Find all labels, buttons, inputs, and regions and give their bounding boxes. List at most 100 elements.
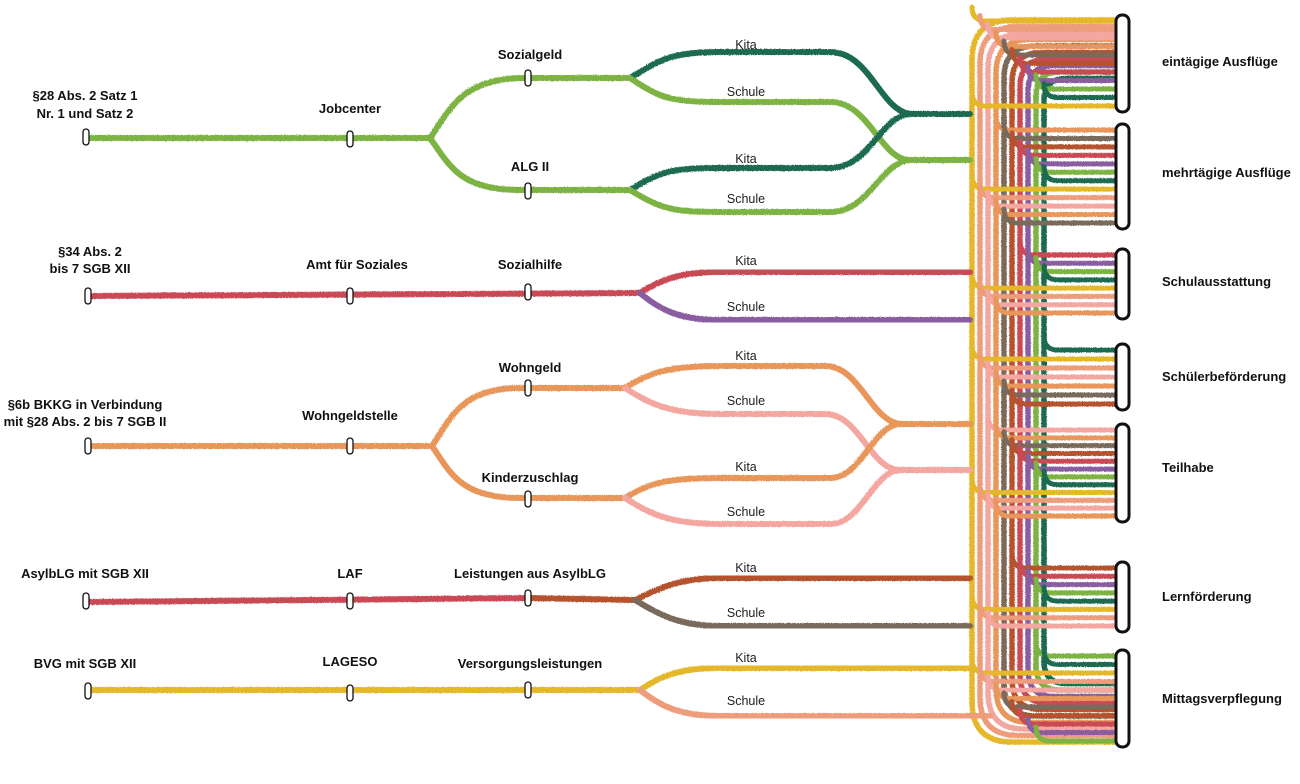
office-label-jobcenter: Jobcenter	[319, 101, 381, 116]
terminal-eintaegige-ausfluege[interactable]	[1114, 13, 1131, 114]
bundle-feeder	[969, 271, 1119, 291]
stop-asylblg[interactable]	[524, 589, 532, 607]
terminals	[1114, 13, 1131, 749]
stop-law-2[interactable]	[84, 287, 92, 305]
bundle-feeder	[1001, 121, 1119, 141]
line-asylblg-trunk	[85, 595, 531, 605]
line-asylblg-mid	[525, 595, 638, 603]
line-asylblg-schule	[632, 597, 973, 629]
bundle-feeder	[985, 413, 1119, 433]
bundle-line	[985, 30, 1119, 732]
bundle-feeder	[969, 342, 1119, 362]
law-label-2a: §34 Abs. 2	[58, 244, 122, 259]
stop-law-5[interactable]	[84, 682, 92, 700]
bundle-feeder	[969, 89, 1119, 109]
line-kinderzuschlag	[429, 443, 628, 501]
line-wohngeld-kita	[622, 363, 973, 427]
line-wohngeld-schule	[622, 385, 973, 473]
bundle-feeder	[1001, 378, 1119, 398]
stop-sozialgeld[interactable]	[524, 69, 532, 87]
bundle-feeder	[1017, 559, 1119, 579]
bundle-feeder	[1009, 436, 1119, 456]
bundle-feeder	[985, 288, 1119, 308]
bundle-feeder	[1033, 576, 1119, 596]
law-label-2b: bis 7 SGB XII	[50, 261, 131, 276]
bundle-feeder	[993, 296, 1119, 316]
line-versorgung-schule	[637, 687, 993, 719]
stop-law-1[interactable]	[82, 128, 90, 146]
benefit-label-asylblg: Leistungen aus AsylbLG	[454, 566, 606, 581]
stop-law-4[interactable]	[82, 592, 90, 610]
branch-label: Kita	[735, 152, 757, 166]
terminal-mittagsverpflegung[interactable]	[1114, 648, 1131, 749]
destination-label: Schulausstattung	[1162, 274, 1271, 289]
bundle-feeder	[1033, 255, 1119, 275]
branch-label: Kita	[735, 254, 757, 268]
line-sozialgeld	[427, 75, 633, 141]
terminal-mehrtaegige-ausfluege[interactable]	[1114, 122, 1131, 231]
bundle-feeder	[1041, 164, 1119, 184]
line-algii-kita	[627, 111, 913, 193]
bundle-feeder	[977, 279, 1119, 299]
bundle-feeder	[1025, 246, 1119, 266]
bundle-feeder	[1041, 263, 1119, 283]
bundle-feeder	[993, 113, 1119, 133]
benefit-label-sozialhilfe: Sozialhilfe	[498, 257, 562, 272]
office-label-lageso: LAGESO	[323, 654, 378, 669]
bundle-feeder	[1033, 155, 1119, 175]
stop-kinderzuschlag[interactable]	[524, 490, 532, 508]
terminal-lernfoerderung[interactable]	[1114, 560, 1131, 634]
stop-sozialhilfe[interactable]	[524, 283, 532, 301]
branch-label: Schule	[727, 85, 765, 99]
bundle-feeder	[993, 30, 1119, 49]
bundle-feeder	[1017, 444, 1119, 464]
line-versorgung-kita	[637, 665, 973, 693]
bundle-feeder	[969, 476, 1119, 496]
stop-amt-fuer-soziales[interactable]	[346, 287, 354, 305]
stop-law-3[interactable]	[84, 437, 92, 455]
stop-algii[interactable]	[524, 182, 532, 200]
branch-label: Kita	[735, 651, 757, 665]
stop-wohngeldstelle[interactable]	[346, 437, 354, 455]
law-label-5: BVG mit SGB XII	[34, 656, 137, 671]
bundle-feeder	[1025, 147, 1119, 167]
bundle-feeder	[1017, 707, 1119, 727]
bundle-feeder	[1017, 138, 1119, 158]
line-wohngeld	[429, 385, 628, 449]
branch-label: Schule	[727, 606, 765, 620]
law-label-3b: mit §28 Abs. 2 bis 7 SGB II	[4, 414, 167, 429]
terminal-teilhabe[interactable]	[1114, 422, 1131, 524]
terminal-schulausstattung[interactable]	[1114, 247, 1131, 321]
bundle-feeder	[1033, 724, 1119, 744]
stop-lageso[interactable]	[346, 684, 354, 702]
bundle-feeder	[969, 656, 1119, 676]
bundle-feeder	[993, 369, 1119, 389]
bundle-feeder	[1001, 429, 1119, 449]
terminal-schuelerbefoerderung[interactable]	[1114, 342, 1131, 412]
line-asylblg-kita	[632, 575, 973, 603]
branch-label: Kita	[735, 349, 757, 363]
bundle-feeder	[1025, 452, 1119, 472]
bundle-feeder	[1001, 690, 1119, 710]
bundle-feeder	[1001, 38, 1119, 58]
stop-jobcenter[interactable]	[346, 130, 354, 148]
stop-laf[interactable]	[346, 592, 354, 610]
branch-label: Schule	[727, 694, 765, 708]
bundle-line	[1017, 56, 1119, 706]
stop-versorgung[interactable]	[524, 681, 532, 699]
branch-label: Schule	[727, 192, 765, 206]
line-sozialgeld-kita	[627, 49, 973, 117]
bundle-feeder	[977, 665, 1119, 684]
bundle-feeder	[1017, 238, 1119, 258]
destination-label: mehrtägige Ausflüge	[1162, 165, 1291, 180]
bundle-feeder	[1025, 716, 1119, 735]
bundle-feeder	[977, 13, 1119, 32]
bundle-feeder	[985, 360, 1119, 380]
stop-wohngeld[interactable]	[524, 379, 532, 397]
bundle-feeder	[977, 601, 1119, 621]
bundle-feeder	[1009, 699, 1119, 718]
law-label-4: AsylbLG mit SGB XII	[21, 566, 149, 581]
bundle-feeder	[985, 189, 1119, 209]
benefit-label-sozialgeld: Sozialgeld	[498, 47, 562, 62]
line-algii	[427, 135, 633, 193]
